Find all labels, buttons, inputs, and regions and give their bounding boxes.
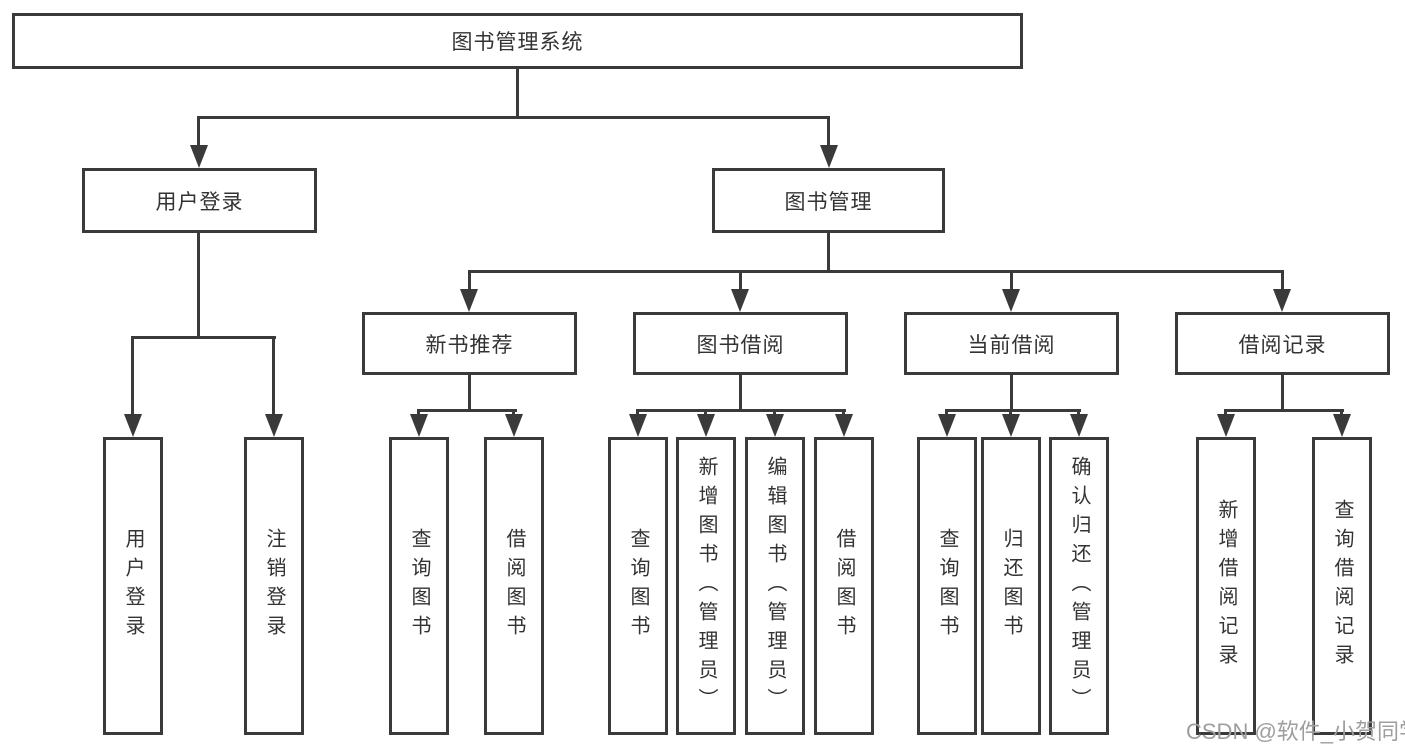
connector-branch — [1224, 409, 1344, 412]
node-book-borrow: 图书借阅 — [633, 312, 848, 375]
leaf-query-borrow-record: 查询借阅记录 — [1312, 437, 1372, 735]
connector-arrow-stem — [1009, 410, 1012, 417]
leaf-borrow-books-label: 借阅图书 — [833, 528, 855, 644]
connector-arrow-stem — [842, 410, 845, 417]
connector-arrow-stem — [1010, 271, 1013, 293]
leaf-logout-label: 注销登录 — [263, 528, 285, 644]
arrow-down-icon — [697, 414, 715, 437]
arrow-down-icon — [820, 145, 838, 168]
arrow-down-icon — [124, 414, 142, 437]
node-root-label: 图书管理系统 — [451, 31, 584, 54]
leaf-add-borrow-record: 新增借阅记录 — [1196, 437, 1256, 735]
connector-arrow-stem — [827, 117, 830, 149]
connector-branch — [636, 409, 846, 412]
leaf-return-book-label: 归还图书 — [1000, 528, 1022, 644]
leaf-return-book: 归还图书 — [981, 437, 1041, 735]
connector-arrow-stem — [417, 410, 420, 417]
connector-arrow-stem — [197, 117, 200, 149]
arrow-down-icon — [766, 414, 784, 437]
leaf-user-login: 用户登录 — [103, 437, 163, 735]
node-book-management: 图书管理 — [712, 168, 945, 233]
node-borrow-records: 借阅记录 — [1175, 312, 1390, 375]
leaf-query-books-recommend: 查询图书 — [389, 437, 449, 735]
arrow-down-icon — [1333, 414, 1351, 437]
arrow-down-icon — [1070, 414, 1088, 437]
leaf-query-books-borrow: 查询图书 — [608, 437, 668, 735]
node-new-book-recommend: 新书推荐 — [362, 312, 577, 375]
connector-user-login-stem — [197, 231, 200, 339]
connector-arrow-stem — [468, 271, 471, 293]
connector-arrow-stem — [1281, 271, 1284, 293]
connector-arrow-stem — [704, 410, 707, 417]
arrow-down-icon — [505, 414, 523, 437]
leaf-edit-book-admin: 编辑图书（管理员） — [745, 437, 805, 735]
connector-branch — [945, 409, 1081, 412]
arrow-down-icon — [410, 414, 428, 437]
leaf-logout: 注销登录 — [244, 437, 304, 735]
arrow-down-icon — [629, 414, 647, 437]
arrow-down-icon — [1217, 414, 1235, 437]
leaf-query-borrow-record-label: 查询借阅记录 — [1331, 499, 1353, 673]
connector-stem — [739, 373, 742, 412]
connector-stem — [1281, 373, 1284, 412]
connector-root-branch — [197, 116, 830, 119]
node-user-login: 用户登录 — [82, 168, 317, 233]
arrow-down-icon — [1273, 289, 1291, 312]
leaf-query-books-recommend-label: 查询图书 — [408, 528, 430, 644]
leaf-edit-book-admin-label: 编辑图书（管理员） — [764, 455, 786, 717]
leaf-add-book-admin: 新增图书（管理员） — [676, 437, 736, 735]
leaf-add-borrow-record-label: 新增借阅记录 — [1215, 499, 1237, 673]
leaf-borrow-books-recommend: 借阅图书 — [484, 437, 544, 735]
connector-stem — [1010, 373, 1013, 412]
csdn-watermark: CSDN @软件_小贺同学 — [1186, 719, 1405, 744]
node-new-book-recommend-label: 新书推荐 — [425, 333, 514, 357]
node-current-borrow-label: 当前借阅 — [967, 333, 1056, 357]
connector-book-management-branch — [468, 270, 1284, 273]
arrow-down-icon — [938, 414, 956, 437]
connector-arrow-stem — [131, 337, 134, 417]
connector-book-management-stem — [827, 231, 830, 273]
leaf-query-books-current: 查询图书 — [917, 437, 977, 735]
node-user-login-label: 用户登录 — [155, 190, 244, 214]
connector-arrow-stem — [636, 410, 639, 417]
arrow-down-icon — [265, 414, 283, 437]
connector-arrow-stem — [512, 410, 515, 417]
connector-stem — [468, 373, 471, 412]
arrow-down-icon — [835, 414, 853, 437]
connector-arrow-stem — [739, 271, 742, 293]
connector-arrow-stem — [1224, 410, 1227, 417]
connector-user-login-branch — [131, 336, 276, 339]
connector-arrow-stem — [773, 410, 776, 417]
arrow-down-icon — [190, 145, 208, 168]
connector-arrow-stem — [1340, 410, 1343, 417]
leaf-borrow-books: 借阅图书 — [814, 437, 874, 735]
node-borrow-records-label: 借阅记录 — [1238, 333, 1327, 357]
leaf-add-book-admin-label: 新增图书（管理员） — [695, 455, 717, 717]
arrow-down-icon — [731, 289, 749, 312]
connector-arrow-stem — [945, 410, 948, 417]
arrow-down-icon — [1002, 289, 1020, 312]
connector-arrow-stem — [272, 337, 275, 417]
arrow-down-icon — [1002, 414, 1020, 437]
arrow-down-icon — [460, 289, 478, 312]
node-root: 图书管理系统 — [12, 13, 1023, 69]
node-book-borrow-label: 图书借阅 — [696, 333, 785, 357]
leaf-confirm-return-admin-label: 确认归还（管理员） — [1068, 455, 1090, 717]
leaf-user-login-label: 用户登录 — [122, 528, 144, 644]
connector-arrow-stem — [1077, 410, 1080, 417]
leaf-borrow-books-recommend-label: 借阅图书 — [503, 528, 525, 644]
leaf-query-books-current-label: 查询图书 — [936, 528, 958, 644]
leaf-confirm-return-admin: 确认归还（管理员） — [1049, 437, 1109, 735]
leaf-query-books-borrow-label: 查询图书 — [627, 528, 649, 644]
connector-branch — [417, 409, 517, 412]
node-book-management-label: 图书管理 — [784, 190, 873, 214]
connector-root-stem — [516, 66, 519, 119]
node-current-borrow: 当前借阅 — [904, 312, 1119, 375]
